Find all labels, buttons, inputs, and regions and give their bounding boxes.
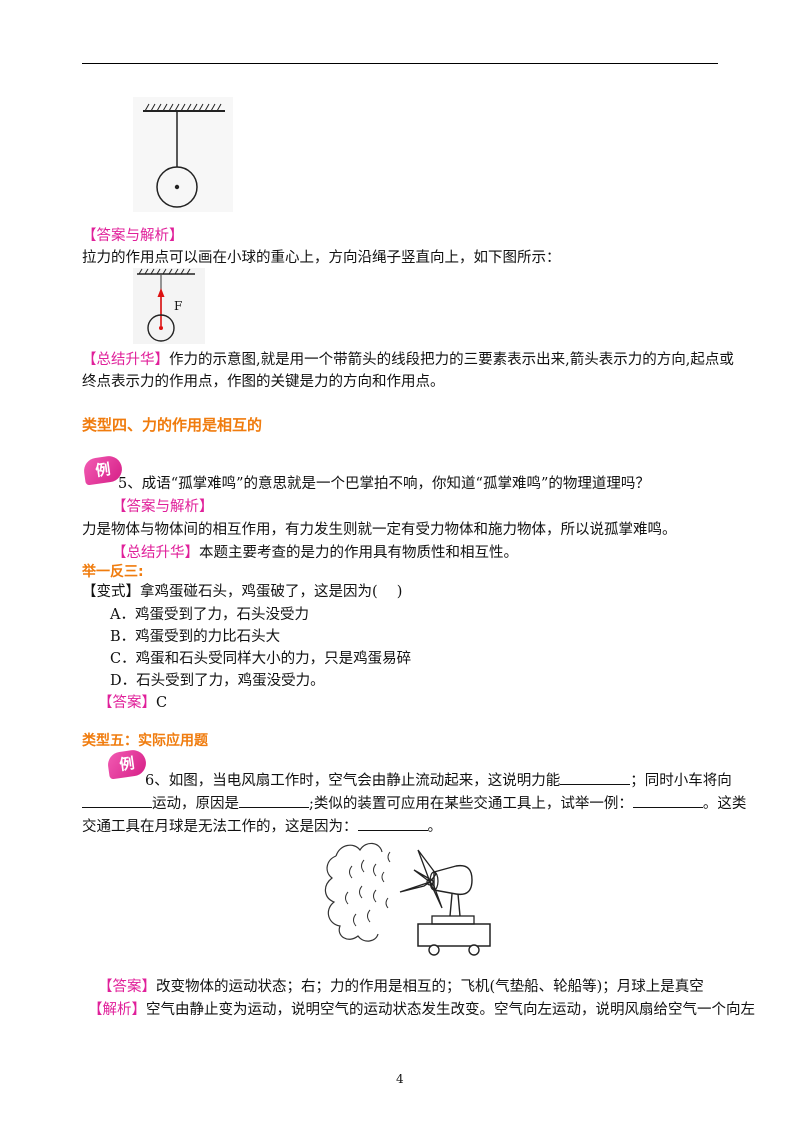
answer-analysis-label: 【答案与解析】 bbox=[82, 228, 184, 244]
q6-text-3: 运动，原因是 bbox=[152, 796, 239, 812]
option-d: D．石头受到了力，鸡蛋没受力。 bbox=[110, 673, 325, 689]
fan-cart-figure bbox=[324, 842, 491, 956]
example-badge-2: 例 bbox=[106, 748, 148, 780]
page-number: 4 bbox=[396, 1072, 404, 1086]
option-a: A．鸡蛋受到了力，石头没受力 bbox=[110, 607, 309, 623]
q5-answer-label: 【答案与解析】 bbox=[112, 499, 214, 515]
q6-blank-3[interactable] bbox=[239, 793, 309, 808]
q5-answer-text: 力是物体与物体间的相互作用，有力发生则就一定有受力物体和施力物体，所以说孤掌难鸣… bbox=[82, 522, 677, 538]
q6-answer-label: 【答案】 bbox=[98, 979, 156, 995]
q4-summary-line2: 终点表示力的作用点，作图的关键是力的方向和作用点。 bbox=[82, 374, 445, 390]
q4-summary-text-1: 作力的示意图,就是用一个带箭头的线段把力的三要素表示出来,箭头表示力的方向,起点… bbox=[169, 352, 734, 368]
q6-text-2: ；同时小车将向 bbox=[630, 773, 732, 789]
q6-text-7: 。 bbox=[427, 819, 443, 835]
practice-heading: 举一反三: bbox=[82, 564, 144, 580]
variant-question: 【变式】拿鸡蛋碰石头，鸡蛋破了，这是因为( ) bbox=[82, 582, 402, 602]
type4-heading: 类型四、力的作用是相互的 bbox=[82, 416, 263, 434]
q5-question: 5、成语“孤掌难鸣”的意思就是一个巴掌拍不响，你知道“孤掌难鸣”的物理道理吗？ bbox=[118, 476, 650, 492]
q6-analysis-text: 空气由静止变为运动，说明空气的运动状态发生改变。空气向左运动，说明风扇给空气一个… bbox=[146, 1002, 755, 1018]
q6-line1: 6、如图，当电风扇工作时，空气会由静止流动起来，这说明力能 ；同时小车将向 bbox=[145, 770, 732, 791]
q5-summary-text: 本题主要考查的是力的作用具有物质性和相互性。 bbox=[199, 545, 518, 561]
q6-blank-5[interactable] bbox=[357, 816, 428, 831]
q6-line2: 运动，原因是 ;类似的装置可应用在某些交通工具上，试举一例： 。这类 bbox=[82, 793, 746, 814]
q6-analysis-label: 【解析】 bbox=[88, 1002, 146, 1018]
q6-blank-4[interactable] bbox=[632, 793, 703, 808]
q6-answer: 【答案】改变物体的运动状态；右；力的作用是相互的；飞机(气垫船、轮船等)；月球上… bbox=[98, 977, 704, 997]
q6-answer-text: 改变物体的运动状态；右；力的作用是相互的；飞机(气垫船、轮船等)；月球上是真空 bbox=[156, 979, 704, 995]
q6-text-5: 。这类 bbox=[702, 796, 747, 812]
variant-answer-value: C bbox=[156, 695, 168, 711]
q6-text-6: 交通工具在月球是无法工作的，这是因为： bbox=[82, 819, 358, 835]
hanging-ball-figure bbox=[133, 97, 233, 212]
variant-label: 【变式】 bbox=[82, 584, 140, 600]
q6-text-4: ;类似的装置可应用在某些交通工具上，试举一例： bbox=[309, 796, 633, 812]
q4-summary-line1: 【总结升华】作力的示意图,就是用一个带箭头的线段把力的三要素表示出来,箭头表示力… bbox=[82, 350, 734, 370]
force-diagram-figure: F bbox=[133, 268, 205, 344]
variant-answer-label: 【答案】 bbox=[98, 695, 156, 711]
type5-heading: 类型五：实际应用题 bbox=[82, 733, 208, 749]
header-rule bbox=[82, 63, 718, 64]
variant-answer: 【答案】C bbox=[98, 693, 167, 713]
variant-question-text: 拿鸡蛋碰石头，鸡蛋破了，这是因为( ) bbox=[140, 584, 403, 600]
q4-answer-text: 拉力的作用点可以画在小球的重心上，方向沿绳子竖直向上，如下图所示： bbox=[82, 250, 561, 266]
q6-blank-2[interactable] bbox=[82, 793, 152, 808]
force-label: F bbox=[174, 299, 182, 313]
option-b: B．鸡蛋受到的力比石头大 bbox=[110, 629, 281, 645]
q6-text-1: 6、如图，当电风扇工作时，空气会由静止流动起来，这说明力能 bbox=[145, 773, 561, 789]
summary-label: 【总结升华】 bbox=[82, 352, 169, 368]
option-c: C．鸡蛋和石头受同样大小的力，只是鸡蛋易碎 bbox=[110, 651, 412, 667]
q6-blank-1[interactable] bbox=[560, 770, 631, 785]
q5-summary: 【总结升华】本题主要考查的是力的作用具有物质性和相互性。 bbox=[112, 543, 518, 563]
q6-line3: 交通工具在月球是无法工作的，这是因为： 。 bbox=[82, 816, 442, 837]
q5-summary-label: 【总结升华】 bbox=[112, 545, 199, 561]
q6-analysis: 【解析】空气由静止变为运动，说明空气的运动状态发生改变。空气向左运动，说明风扇给… bbox=[88, 1000, 755, 1020]
